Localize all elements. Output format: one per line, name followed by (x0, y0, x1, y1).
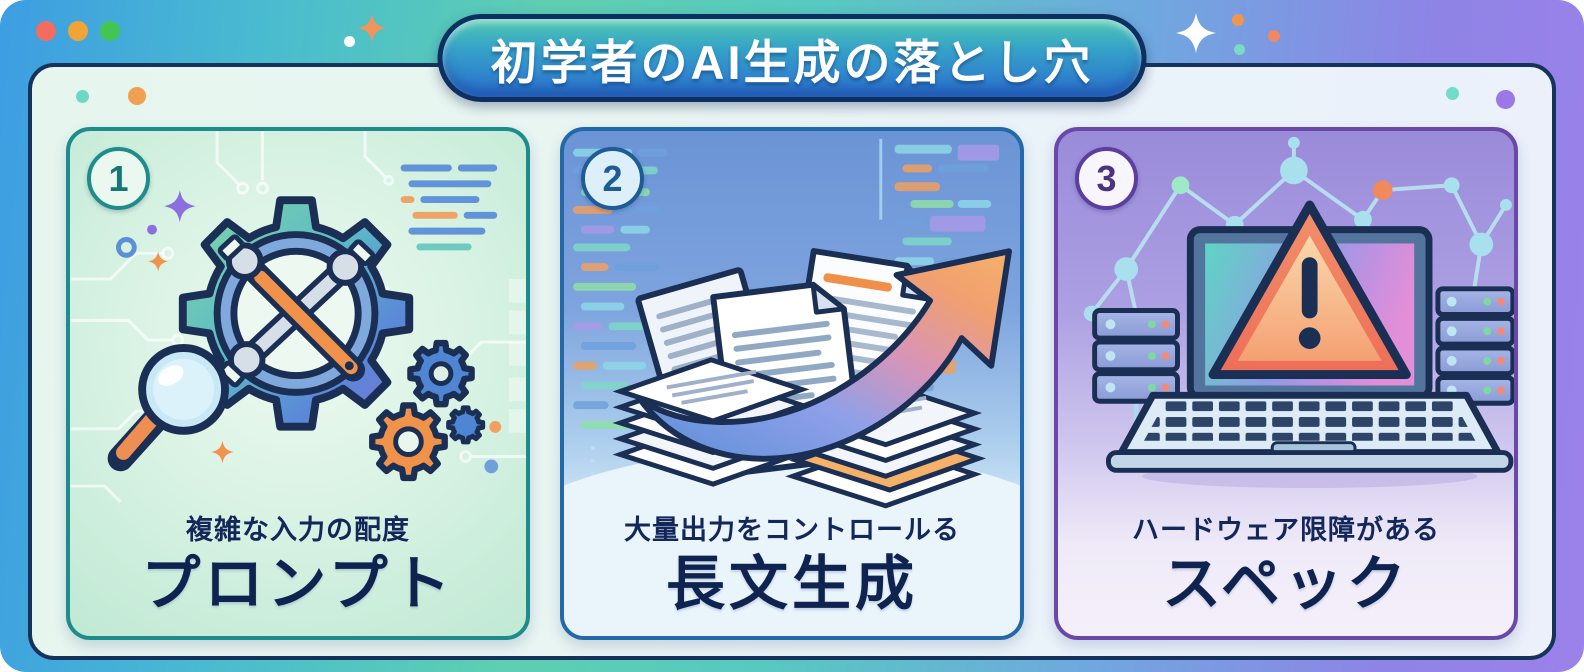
cards-row: 1 複雑な入力の配度 プロンプト (66, 127, 1518, 640)
main-title-banner: 初学者のAI生成の落とし穴 (437, 14, 1147, 102)
card-number-badge: 3 (1075, 147, 1138, 210)
card-subtitle: 複雑な入力の配度 (186, 515, 410, 545)
dot-decoration (1232, 14, 1244, 26)
card-title: 長文生成 (665, 551, 918, 617)
dot-decoration (76, 90, 89, 103)
dot-decoration (128, 87, 146, 105)
screwdriver-icon (217, 234, 366, 382)
card-spec-illustration (1058, 131, 1514, 636)
paper-stack-icon (620, 360, 801, 484)
chip-decoration (509, 278, 526, 433)
card-caption: 複雑な入力の配度 プロンプト (70, 508, 526, 614)
dot-decoration (1446, 87, 1459, 100)
page-title: 初学者のAI生成の落とし穴 (490, 35, 1094, 89)
card-long-text: 2 大量出力をコントロールる 長文生成 (560, 127, 1024, 640)
card-caption: 大量出力をコントロールる 長文生成 (564, 508, 1020, 614)
card-prompt-illustration (70, 131, 526, 636)
card-spec: 3 ハードウェア限障がある スペック (1054, 127, 1518, 640)
code-lines-decoration (400, 164, 498, 251)
card-number: 1 (108, 157, 129, 199)
traffic-light-orange-icon (68, 21, 88, 41)
server-rack-icon (1435, 286, 1514, 406)
card-subtitle: 大量出力をコントロールる (624, 515, 960, 545)
sparkle-icon (358, 14, 386, 42)
traffic-light-green-icon (100, 21, 120, 41)
dot-decoration (1268, 30, 1280, 42)
server-rack-icon (1092, 308, 1180, 404)
warning-triangle-icon (1208, 200, 1411, 380)
card-title: プロンプト (141, 551, 455, 617)
card-number: 3 (1096, 157, 1117, 199)
growth-arrow-icon (637, 248, 1012, 462)
dot-decoration (344, 36, 355, 47)
content-panel: 1 複雑な入力の配度 プロンプト (28, 63, 1556, 660)
dot-decoration (1234, 44, 1245, 55)
small-gears-icon (372, 343, 482, 478)
card-caption: ハードウェア限障がある スペック (1058, 508, 1514, 614)
traffic-lights (36, 21, 120, 41)
dot-decoration (1496, 90, 1515, 109)
card-prompt: 1 複雑な入力の配度 プロンプト (66, 127, 530, 640)
card-number-badge: 1 (87, 147, 150, 210)
card-title: スペック (1162, 551, 1410, 617)
card-long-text-illustration (564, 131, 1020, 636)
card-number-badge: 2 (581, 147, 644, 210)
magnifier-icon (107, 344, 229, 472)
traffic-light-red-icon (36, 21, 56, 41)
card-subtitle: ハードウェア限障がある (1132, 515, 1440, 545)
sparkle-icon (1176, 13, 1216, 53)
card-number: 2 (602, 157, 623, 199)
